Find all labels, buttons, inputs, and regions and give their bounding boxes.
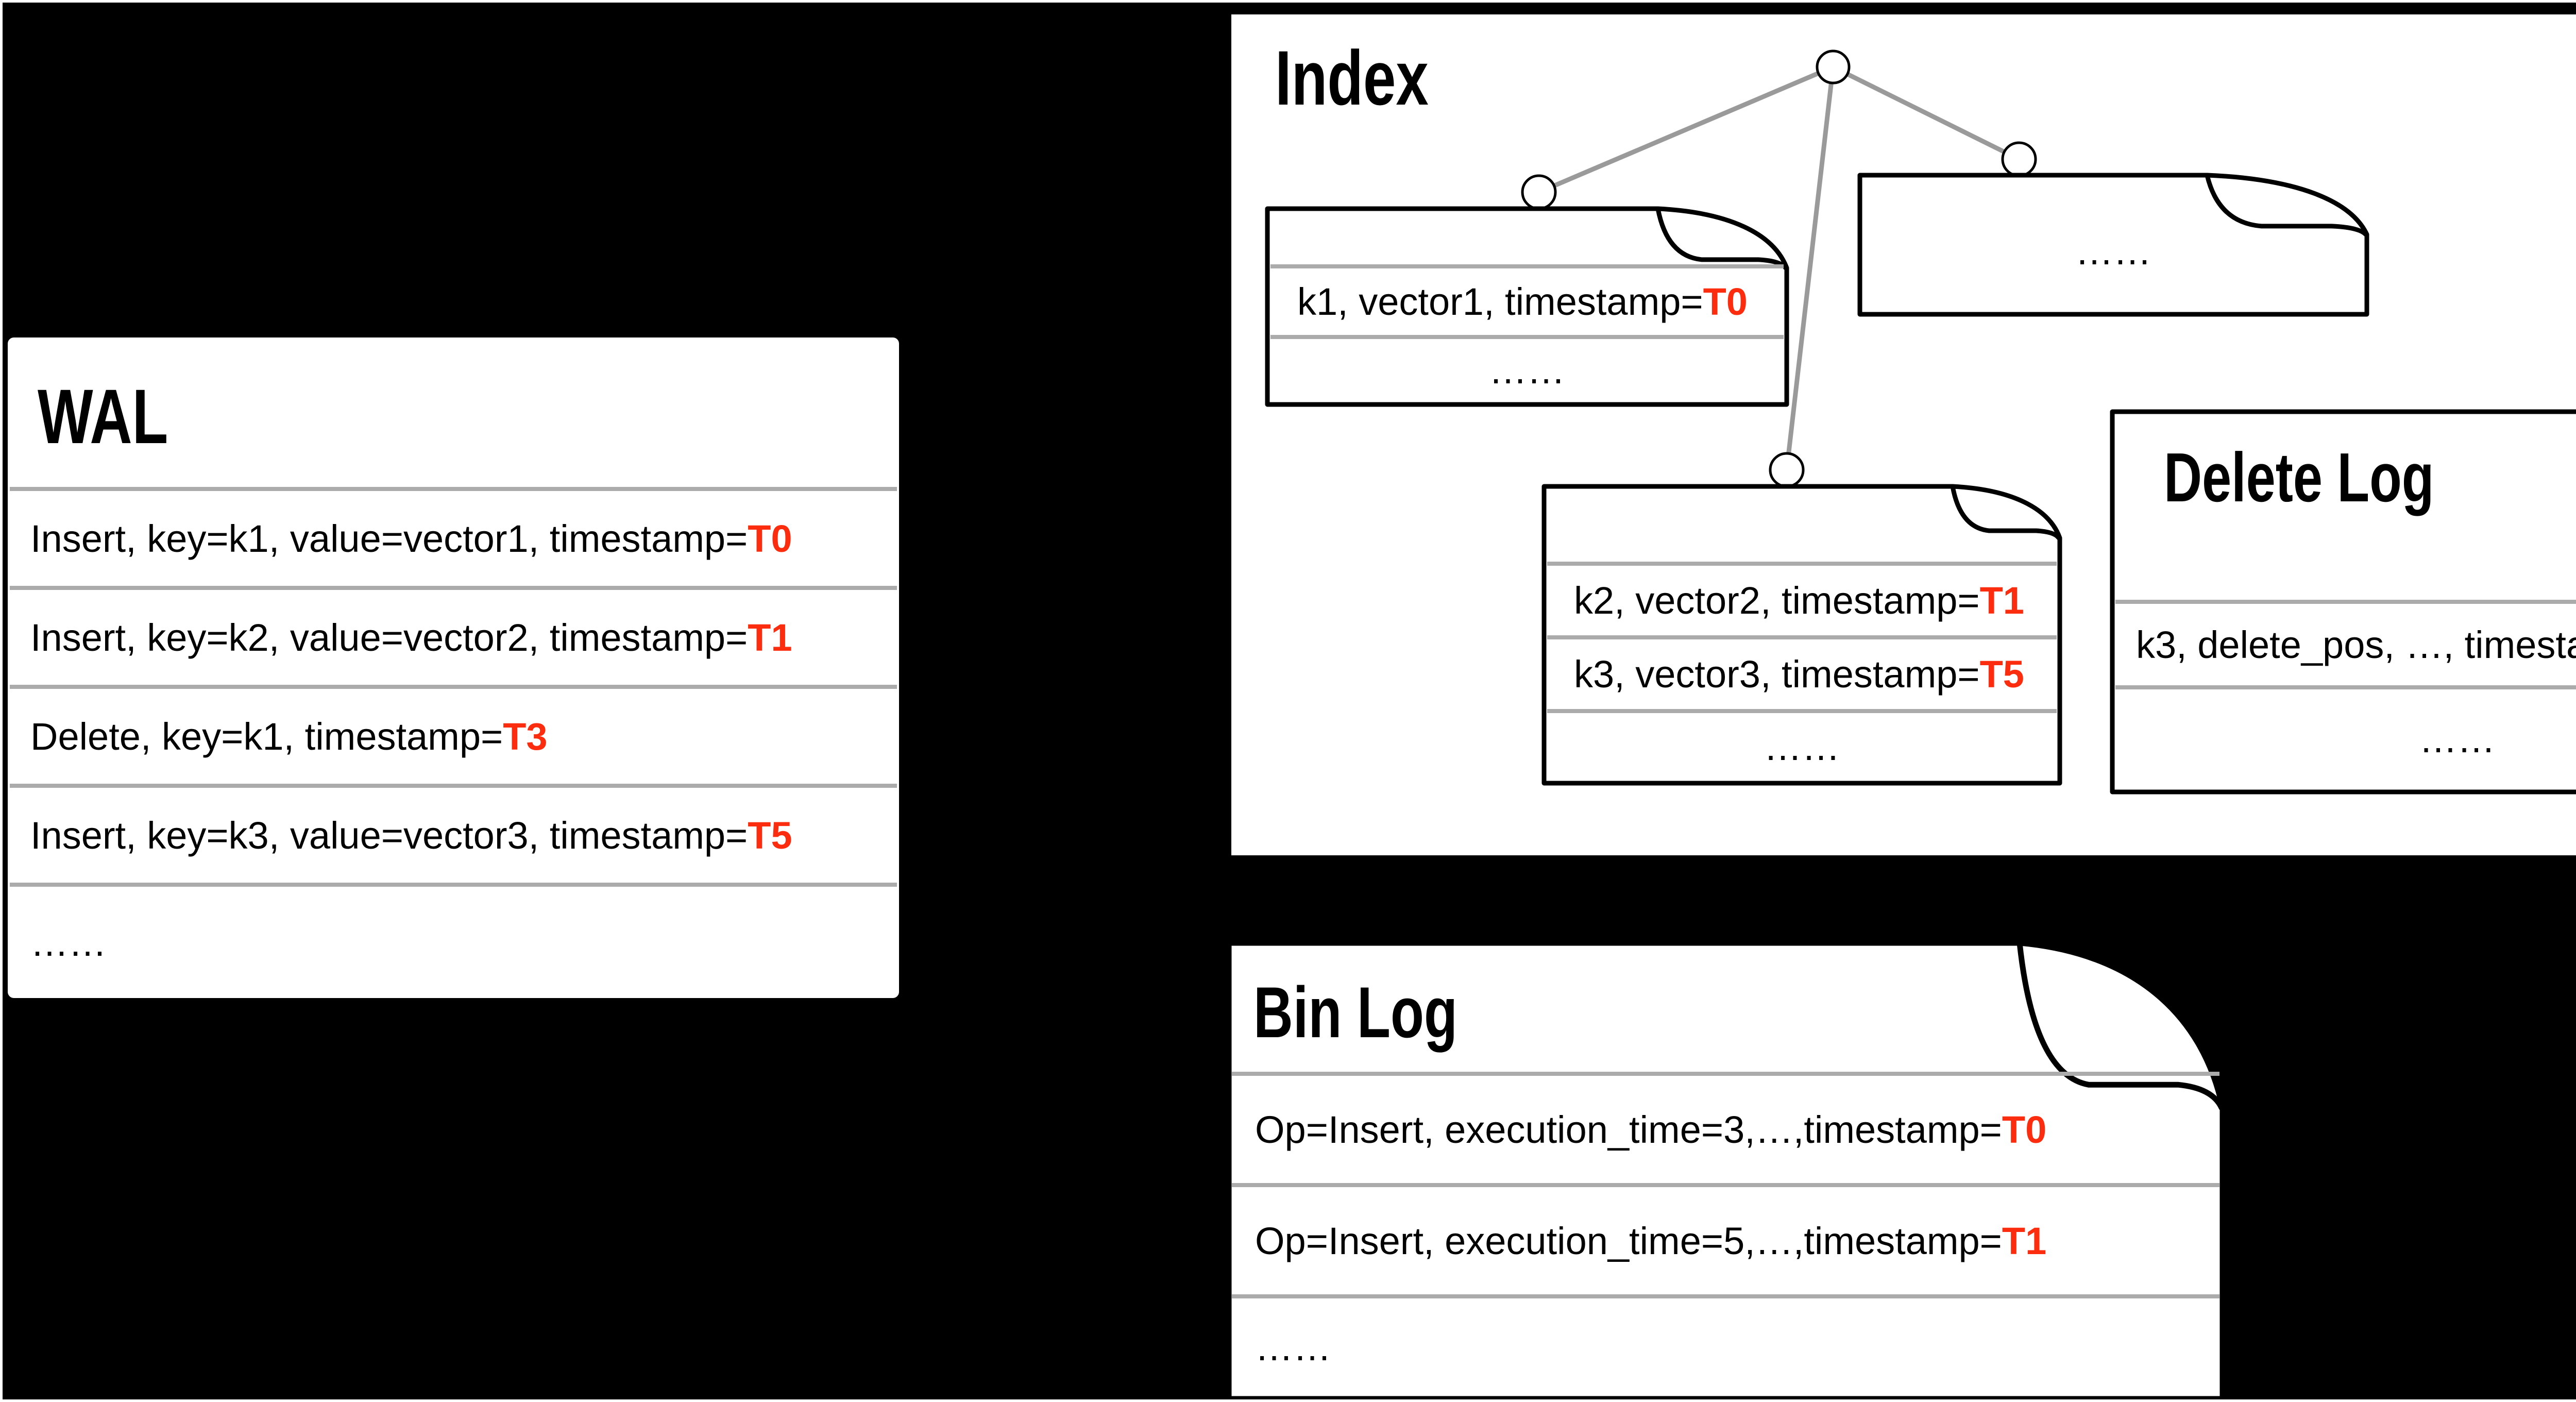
paper-shape (1226, 940, 2226, 1402)
folded-corner-icon (2016, 940, 2225, 1111)
log-row: Insert, key=k1, value=vector1, timestamp… (10, 487, 897, 586)
tree-node-right (2001, 141, 2037, 177)
row-text: k1, vector1, timestamp= (1297, 280, 1703, 323)
wal-box: WAL Insert, key=k1, value=vector1, times… (8, 337, 899, 998)
tree-nodes (1521, 49, 2037, 488)
log-row: k3, vector3, timestamp=T5 (1547, 635, 2057, 709)
wal-rows: Insert, key=k1, value=vector1, timestamp… (10, 487, 897, 998)
log-row: Insert, key=k3, value=vector3, timestamp… (10, 784, 897, 883)
log-row: Op=Insert, execution_time=5,…,timestamp=… (1232, 1183, 2219, 1294)
index-title: Index (1275, 35, 1429, 121)
document-outline (1857, 173, 2369, 317)
tree-edge (1832, 64, 2020, 162)
folded-corner-icon (2205, 173, 2368, 237)
dots-row: …… (2115, 685, 2576, 789)
timestamp-value: T1 (748, 616, 792, 659)
row-text: Insert, key=k3, value=vector3, timestamp… (30, 814, 748, 857)
log-row: Insert, key=k2, value=vector2, timestamp… (10, 586, 897, 685)
row-text: …… (1764, 725, 1840, 768)
index-leaf-doc-ellipsis: …… (1857, 173, 2369, 317)
row-text: Insert, key=k1, value=vector1, timestamp… (30, 517, 748, 560)
log-row: k1, vector1, timestamp=T0 (1270, 264, 1784, 335)
row-text: Insert, key=k2, value=vector2, timestamp… (30, 616, 748, 659)
log-row: k2, vector2, timestamp=T1 (1547, 562, 2057, 635)
row-text: …… (30, 921, 107, 964)
row-text: …… (2419, 718, 2496, 761)
row-text: k3, delete_pos, …, timestamp= (2136, 623, 2576, 666)
log-row: Op=Insert, execution_time=3,…,timestamp=… (1232, 1072, 2219, 1183)
row-text: …… (1489, 349, 1565, 392)
row-text: …… (2075, 229, 2151, 273)
folded-corner-icon (1950, 484, 2061, 540)
tree-edge (1538, 64, 1834, 195)
tree-node-root (1816, 49, 1851, 85)
index-panel: Index k1, vector1, timestamp=T0 …… …… (1231, 14, 2576, 855)
doc-rows: …… (1863, 191, 2364, 311)
doc-rows: k1, vector1, timestamp=T0 …… (1270, 264, 1784, 401)
row-text: Delete, key=k1, timestamp= (30, 715, 503, 758)
dots-row: …… (10, 883, 897, 998)
dots-row: …… (1547, 709, 2057, 780)
delete-log-doc: Delete Log k3, delete_pos, …, timestamp=… (2110, 409, 2576, 795)
row-text: Op=Insert, execution_time=5,…,timestamp= (1255, 1219, 2002, 1262)
dots-row: …… (1863, 191, 2364, 311)
delete-log-title: Delete Log (2164, 438, 2434, 516)
tree-node-left (1521, 174, 1557, 210)
timestamp-value: T0 (2002, 1108, 2047, 1151)
timestamp-value: T0 (1703, 280, 1748, 323)
tree-edges (1538, 64, 2020, 470)
row-text: …… (1255, 1326, 1331, 1369)
timestamp-value: T1 (2002, 1219, 2047, 1262)
row-text: k2, vector2, timestamp= (1574, 579, 1980, 622)
delete-log-rows: k3, delete_pos, …, timestamp=T3 …… (2115, 600, 2576, 789)
wal-title: WAL (38, 373, 168, 460)
timestamp-value: T5 (1979, 653, 2024, 696)
index-tree (1521, 49, 2037, 488)
timestamp-value: T0 (748, 517, 792, 560)
bin-log-rows: Op=Insert, execution_time=3,…,timestamp=… (1232, 1072, 2219, 1396)
bin-log-doc: Bin Log Op=Insert, execution_time=3,…,ti… (1226, 940, 2226, 1402)
document-outline (1265, 206, 1789, 407)
log-row: k3, delete_pos, …, timestamp=T3 (2115, 600, 2576, 685)
index-leaf-doc-k1: k1, vector1, timestamp=T0 …… (1265, 206, 1789, 407)
bin-log-title: Bin Log (1253, 972, 1458, 1053)
timestamp-value: T3 (503, 715, 548, 758)
timestamp-value: T1 (1979, 579, 2024, 622)
dots-row: …… (1232, 1294, 2219, 1396)
tree-edge (1784, 66, 1836, 470)
document-outline (1226, 940, 2226, 1402)
tree-node-middle (1769, 452, 1805, 488)
log-row: Delete, key=k1, timestamp=T3 (10, 685, 897, 784)
timestamp-value: T5 (748, 814, 792, 857)
row-text: k3, vector3, timestamp= (1574, 653, 1980, 696)
dots-row: …… (1270, 335, 1784, 401)
row-text: Op=Insert, execution_time=3,…,timestamp= (1255, 1108, 2002, 1151)
folded-corner-icon (1655, 206, 1788, 271)
